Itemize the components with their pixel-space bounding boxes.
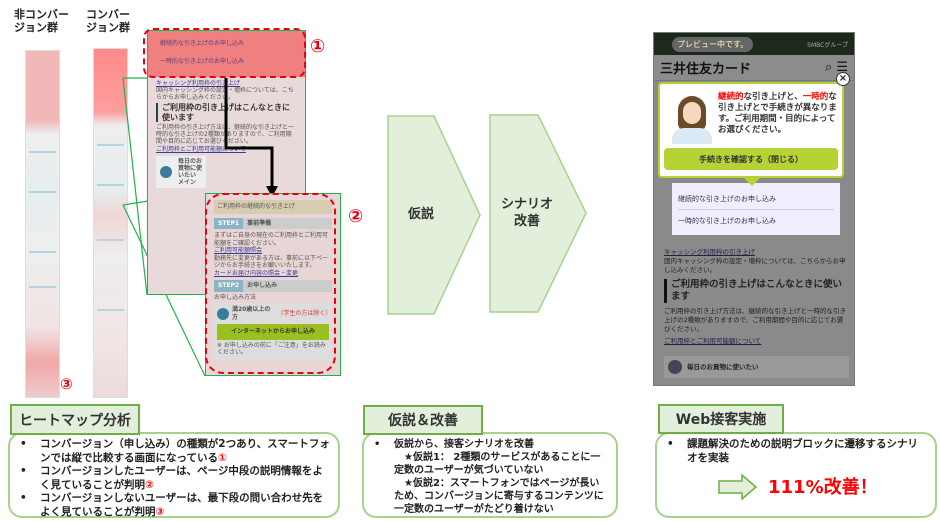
emphasis: 継続的 xyxy=(718,92,744,102)
item-temporary: 一時的な引き上げのお申し込み xyxy=(160,58,245,65)
hypothesis-title: 仮説＆改善 xyxy=(363,405,483,435)
card-text: 毎日のお買物に使いたい xyxy=(687,362,759,371)
link: カードお届け内容の照会・変更 xyxy=(214,269,299,277)
chevron-scenario xyxy=(489,114,587,313)
right-arrow-icon xyxy=(718,474,758,500)
item-continuous: 継続的な引き上げのお申し込み xyxy=(678,189,834,210)
note: ※ お申し込みの前に「ご注意」をお読みください。 xyxy=(217,341,326,357)
bullet-text: 課題解決のための説明ブロックに遷移するシナリオを実装 xyxy=(687,438,918,464)
improvement-result: 111%改善！ xyxy=(768,477,878,498)
preview-badge: プレビュー中です。 xyxy=(672,36,754,52)
text: な引き上げとで手続きが異なります。ご利用期間・目的によってお選びください。 xyxy=(718,92,837,135)
emphasis: 一時的 xyxy=(802,92,829,102)
link-limit: ご利用枠とご利用可能額について xyxy=(156,146,246,153)
step1-badge: STEP1 xyxy=(214,217,244,229)
calculator-icon xyxy=(160,166,172,178)
web-engagement-title: Web接客実施 xyxy=(658,404,784,434)
web-engagement-popup: 継続的な引き上げと、一時的な引き上げとで手続きが異なります。ご利用期間・目的によ… xyxy=(658,82,844,178)
text: お申し込み方法 xyxy=(214,293,257,301)
marker: ① xyxy=(217,451,227,464)
label-line: 改善 xyxy=(513,214,540,229)
text: 国内キャッシング枠の設定・増枠については、こちらからお申し込みください。 xyxy=(664,257,846,274)
marker-2: ② xyxy=(348,206,364,227)
chevron-scenario-label: シナリオ改善 xyxy=(492,196,562,230)
bullet: コンバージョン（申し込み）の種類が2つあり、スマートフォンでは縦で比較する画面に… xyxy=(18,438,330,465)
link: ご利用可能額照会 xyxy=(214,247,263,254)
non-conversion-heatmap xyxy=(25,50,60,398)
bullet-text: 仮説から、接客シナリオを改善 xyxy=(394,439,534,450)
hypothesis-box: 仮説から、接客シナリオを改善 ★仮説1： 2種類のサービスがあることに一定数のユ… xyxy=(362,432,618,518)
card-text: 毎日のお買物に使いたい メイン xyxy=(178,158,203,186)
heatmap-analysis-title: ヒートマップ分析 xyxy=(10,404,140,435)
marker: ② xyxy=(145,478,154,491)
bullet: 仮説から、接客シナリオを改善 xyxy=(372,438,608,451)
highlight-box-2 xyxy=(205,193,336,374)
item-continuous: 継続的な引き上げのお申し込み xyxy=(160,40,245,47)
search-icon[interactable]: ⌕ ☰ xyxy=(824,60,848,75)
close-icon[interactable]: × xyxy=(836,72,850,86)
item-temporary: 一時的な引き上げのお申し込み xyxy=(678,217,776,225)
text: 勤務先に変更がある方は、事前に以下ページからお手続きをお願いいたします。 xyxy=(214,254,329,270)
bullet: コンバージョンしたユーザーは、ページ中段の説明情報をよく見ていることが判明② xyxy=(18,465,330,492)
hypothesis-1: ★仮説1： 2種類のサービスがあることに一定数のユーザーが気づいていない xyxy=(394,452,601,476)
link-cashing: キャッシング利用枠の引き上げ xyxy=(664,248,755,256)
site-logo: 三井住友カード xyxy=(660,62,752,77)
operator-avatar xyxy=(670,94,714,144)
panel-title: ご利用枠の継続的な引き上げ xyxy=(214,200,332,214)
calculator-icon xyxy=(668,360,682,374)
highlight-box-1 xyxy=(143,28,306,78)
heatmap-analysis-box: コンバージョン（申し込み）の種類が2つあり、スマートフォンでは縦で比較する画面に… xyxy=(8,432,340,518)
text: ご利用枠の引き上げ方法は、継続的な引き上げと一時的な引き上げの2種類がありますの… xyxy=(664,307,846,333)
popup-pointer xyxy=(744,178,760,186)
marker: ③ xyxy=(155,505,165,518)
person-icon xyxy=(217,307,229,320)
conversion-label: コンバージョン群 xyxy=(86,8,130,34)
bullet-text: コンバージョンしないユーザーは、最下段の問い合わせ先をよく見ていることが判明 xyxy=(40,492,324,518)
conversion-heatmap xyxy=(93,48,128,398)
bullet: 課題解決のための説明ブロックに遷移するシナリオを実装 xyxy=(665,438,927,465)
bullet-text: コンバージョンしたユーザーは、ページ中段の説明情報をよく見ていることが判明 xyxy=(40,465,323,491)
link-cashing: キャッシング利用枠の引き上げ xyxy=(156,80,241,87)
link-limit: ご利用枠とご利用可能額について xyxy=(664,337,762,345)
age-text: 満20歳以上の方 xyxy=(232,306,271,321)
marker-1: ① xyxy=(310,36,326,57)
marker-3: ③ xyxy=(60,375,73,393)
apply-button: インターネットからお申し込み xyxy=(217,324,329,340)
chevron-hypothesis-label: 仮説 xyxy=(407,207,434,222)
step2-title: お申し込み xyxy=(247,282,278,289)
group-label: SMBCグループ xyxy=(807,41,848,49)
web-engagement-box: 課題解決のための説明ブロックに遷移するシナリオを実装 xyxy=(655,432,937,518)
confirm-close-button[interactable]: 手続きを確認する（閉じる） xyxy=(664,148,838,170)
step2-badge: STEP2 xyxy=(214,280,244,292)
age-note: （学生の方は除く） xyxy=(277,309,332,317)
section-heading: ご利用枠の引き上げはこんなときに使います xyxy=(664,279,849,303)
hypothesis-2: ★仮説2：スマートフォンではページが長いため、コンバージョンに寄与するコンテンツ… xyxy=(394,478,604,515)
bullet-text: コンバージョン（申し込み）の種類が2つあり、スマートフォンでは縦で比較する画面に… xyxy=(40,438,330,464)
popup-message: 継続的な引き上げと、一時的な引き上げとで手続きが異なります。ご利用期間・目的によ… xyxy=(718,92,842,136)
label-line: シナリオ xyxy=(500,197,553,212)
text: な引き上げと、 xyxy=(743,92,803,102)
step1-title: 事前準備 xyxy=(247,219,272,227)
chevron-hypothesis xyxy=(387,115,481,315)
non-conversion-label: 非コンバージョン群 xyxy=(14,8,69,34)
text: まずはご自身の現在のご利用枠とご利用可能額をご確認ください。 xyxy=(214,232,329,247)
bullet: コンバージョンしないユーザーは、最下段の問い合わせ先をよく見ていることが判明③ xyxy=(18,492,330,519)
